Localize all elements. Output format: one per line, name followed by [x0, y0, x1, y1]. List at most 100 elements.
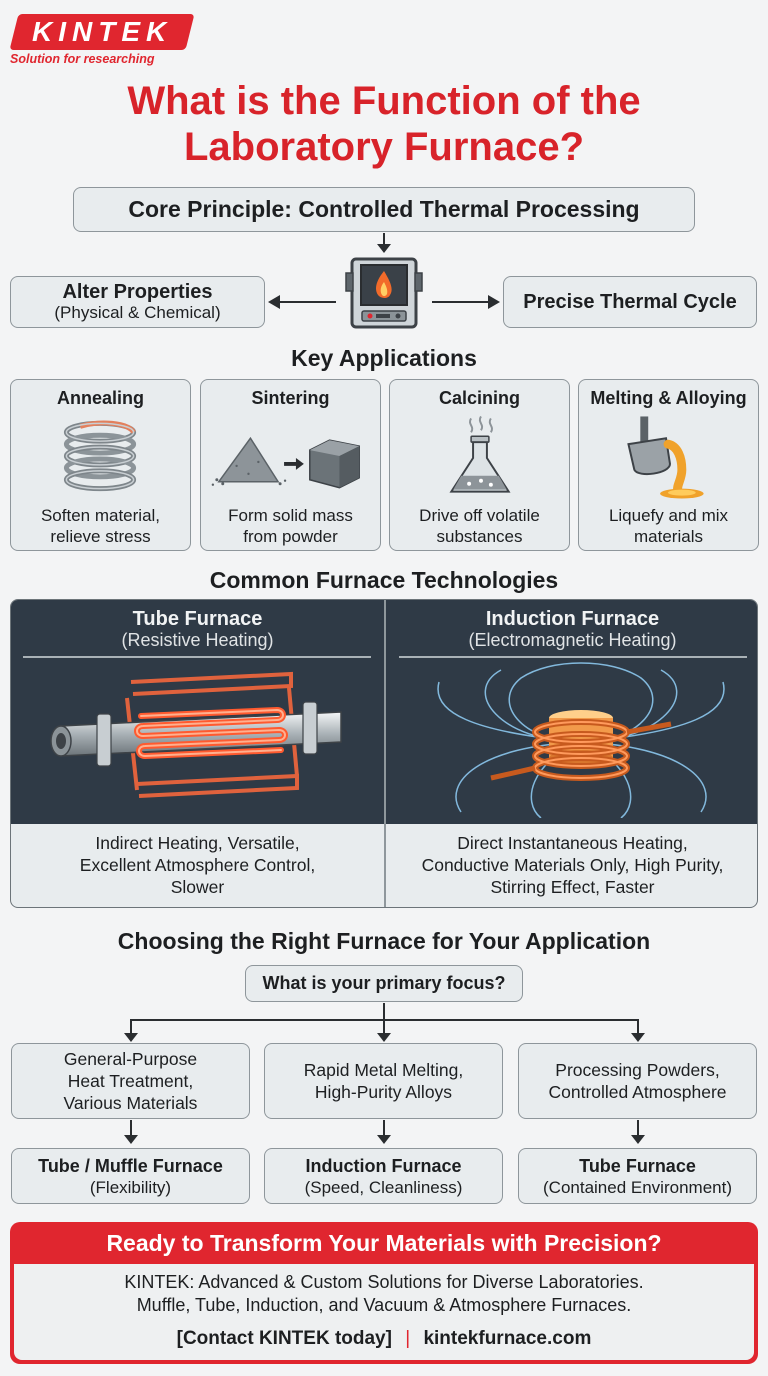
app-title: Sintering [251, 388, 330, 408]
cta-heading: Ready to Transform Your Materials with P… [106, 1230, 662, 1256]
arrow-left-head [268, 295, 280, 309]
thermal-cycle-title: Precise Thermal Cycle [523, 290, 737, 313]
tree-line [637, 1019, 639, 1035]
app-card-calcining: Calcining Drive off volatile substances [389, 379, 570, 551]
tree-line [130, 1019, 132, 1035]
arrow-left-line [278, 301, 336, 303]
cta-body: KINTEK: Advanced & Custom Solutions for … [14, 1264, 754, 1360]
contact-link[interactable]: [Contact KINTEK today] [176, 1328, 392, 1349]
option-line: Heat Treatment, [67, 1071, 194, 1091]
app-desc: Form solid mass from powder [201, 505, 380, 547]
title-line-2: Laboratory Furnace? [183, 125, 585, 169]
technologies-heading: Common Furnace Technologies [209, 567, 559, 593]
kintek-logo: KINTEK [9, 14, 195, 50]
app-desc-line: Liquefy and mix [608, 506, 729, 525]
option-line: Various Materials [63, 1093, 198, 1113]
arrow-head-down [124, 1135, 138, 1144]
app-desc: Drive off volatile substances [390, 505, 569, 547]
arrow-core-down [383, 233, 385, 247]
app-desc-line: Soften material, [40, 506, 161, 525]
divider [23, 656, 371, 658]
powder-to-block-icon [211, 436, 360, 489]
tech-desc-line: Direct Instantaneous Heating, [457, 833, 688, 853]
divider [399, 656, 747, 658]
cta-line: KINTEK: Advanced & Custom Solutions for … [124, 1272, 644, 1292]
tech-desc-line: Indirect Heating, Versatile, [95, 833, 300, 853]
tech-divider [384, 600, 386, 907]
tree-line [637, 1120, 639, 1136]
tube-furnace-sub: (Resistive Heating) [121, 630, 274, 650]
induction-furnace-title: Induction Furnace [485, 608, 660, 630]
app-card-sintering: Sintering Form solid mass from powder [200, 379, 381, 551]
arrow-right-head [488, 295, 500, 309]
result-box-tube-muffle: Tube / Muffle Furnace (Flexibility) [11, 1148, 250, 1204]
result-box-tube: Tube Furnace (Contained Environment) [518, 1148, 757, 1204]
logo-text: KINTEK [31, 16, 173, 47]
tree-line [383, 1003, 385, 1020]
tube-furnace-icon [50, 671, 342, 798]
arrow-head-down [377, 244, 391, 253]
tech-desc-line: Stirring Effect, Faster [490, 877, 655, 897]
app-title: Calcining [438, 388, 520, 408]
result-sub: (Speed, Cleanliness) [304, 1177, 463, 1197]
flask-icon [449, 415, 511, 493]
alter-properties-box: Alter Properties (Physical & Chemical) [10, 276, 265, 328]
app-desc-line: relieve stress [50, 527, 151, 546]
option-line: Rapid Metal Melting, [303, 1060, 464, 1080]
core-principle-label: Core Principle: Controlled Thermal Proce… [128, 196, 640, 222]
tube-furnace-desc: Indirect Heating, Versatile, Excellent A… [11, 832, 384, 898]
option-text: Processing Powders, Controlled Atmospher… [548, 1059, 726, 1103]
tree-line [130, 1120, 132, 1136]
arrow-right-line [432, 301, 490, 303]
tech-desc-line: Excellent Atmosphere Control, [79, 855, 316, 875]
app-card-annealing: Annealing Soften material, relieve stres… [10, 379, 191, 551]
primary-focus-label: What is your primary focus? [262, 973, 506, 993]
induction-furnace-sub: (Electromagnetic Heating) [468, 630, 677, 650]
key-applications-heading: Key Applications [291, 345, 477, 371]
app-title: Annealing [56, 388, 144, 408]
cta-panel: Ready to Transform Your Materials with P… [10, 1222, 758, 1364]
title-line-1: What is the Function of the [127, 79, 641, 123]
result-sub: (Flexibility) [89, 1177, 172, 1197]
option-line: General-Purpose [63, 1049, 198, 1069]
furnace-icon [345, 257, 423, 329]
option-text: Rapid Metal Melting, High-Purity Alloys [304, 1059, 464, 1103]
app-desc: Soften material, relieve stress [11, 505, 190, 547]
app-card-melting: Melting & Alloying Liquefy and mix mater… [578, 379, 759, 551]
separator: | [405, 1328, 411, 1349]
technologies-panel: Tube Furnace (Resistive Heating) Inducti… [10, 599, 758, 908]
result-title: Tube Furnace [579, 1155, 696, 1176]
primary-focus-box: What is your primary focus? [245, 965, 523, 1002]
cta-line: Muffle, Tube, Induction, and Vacuum & At… [136, 1295, 632, 1315]
tech-desc-line: Slower [170, 877, 225, 897]
cta-text: KINTEK: Advanced & Custom Solutions for … [14, 1271, 754, 1317]
core-principle-box: Core Principle: Controlled Thermal Proce… [73, 187, 695, 232]
tagline: Solution for researching [10, 52, 155, 66]
app-desc-line: from powder [243, 527, 338, 546]
result-title: Induction Furnace [305, 1155, 462, 1176]
result-title: Tube / Muffle Furnace [38, 1155, 223, 1176]
option-line: Processing Powders, [555, 1060, 720, 1080]
cta-contact-row: [Contact KINTEK today] | kintekfurnace.c… [14, 1328, 754, 1350]
alter-properties-sub: (Physical & Chemical) [54, 303, 221, 322]
app-desc-line: Drive off volatile [419, 506, 540, 525]
result-sub: (Contained Environment) [543, 1177, 732, 1197]
choosing-heading: Choosing the Right Furnace for Your Appl… [117, 928, 651, 954]
option-line: High-Purity Alloys [314, 1082, 453, 1102]
arrow-head-down [377, 1033, 391, 1042]
alter-properties-title: Alter Properties [62, 281, 213, 303]
arrow-head-down [124, 1033, 138, 1042]
coil-spring-icon [63, 420, 137, 492]
crucible-pour-icon [627, 416, 704, 499]
app-title: Melting & Alloying [590, 388, 747, 408]
website-link[interactable]: kintekfurnace.com [423, 1328, 592, 1349]
induction-coil-icon [437, 662, 725, 818]
tree-line [383, 1120, 385, 1136]
app-desc: Liquefy and mix materials [579, 505, 758, 547]
option-box-metal: Rapid Metal Melting, High-Purity Alloys [264, 1043, 503, 1119]
option-line: Controlled Atmosphere [548, 1082, 727, 1102]
app-desc-line: materials [634, 527, 703, 546]
arrow-head-down [377, 1135, 391, 1144]
tech-desc-line: Conductive Materials Only, High Purity, [421, 855, 724, 875]
option-box-general: General-Purpose Heat Treatment, Various … [11, 1043, 250, 1119]
